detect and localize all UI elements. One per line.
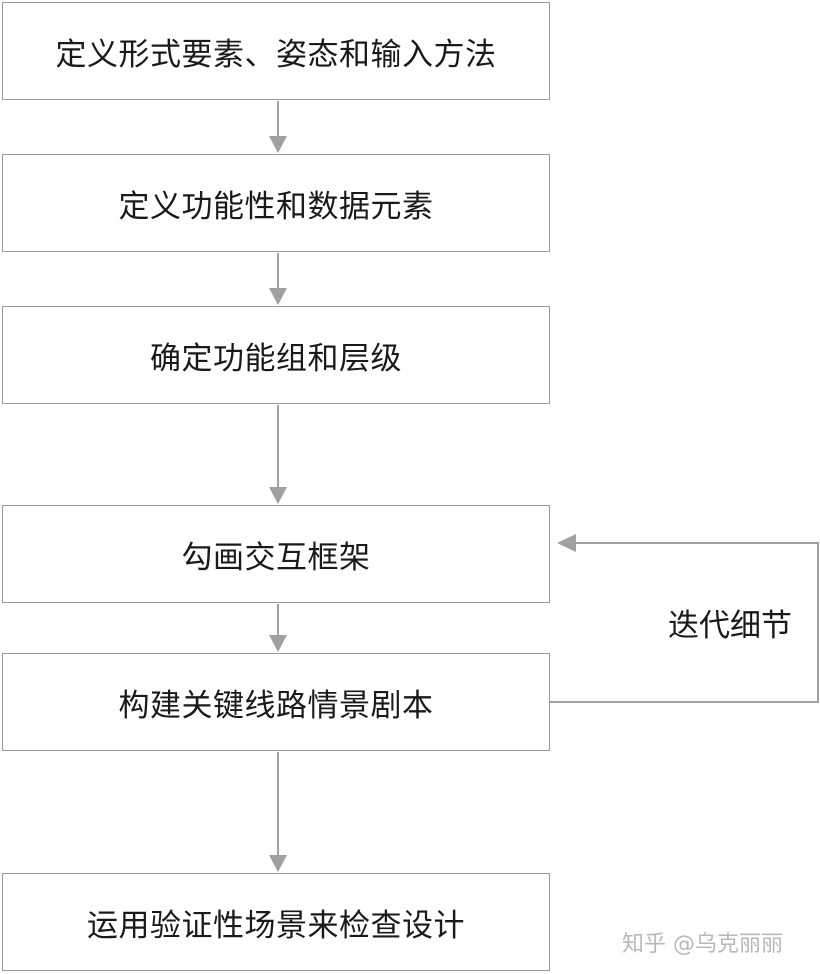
arrow-2-3-head <box>269 288 287 305</box>
step-box-5: 构建关键线路情景剧本 <box>2 653 550 751</box>
arrow-4-5-head <box>269 635 287 652</box>
step-label-2: 定义功能性和数据元素 <box>118 188 434 225</box>
arrow-5-6-head <box>269 855 287 872</box>
step-box-1: 定义形式要素、姿态和输入方法 <box>2 2 550 100</box>
step-label-4: 勾画交互框架 <box>181 539 371 576</box>
step-box-6: 运用验证性场景来检查设计 <box>2 873 550 971</box>
loop-line <box>550 542 819 703</box>
step-box-4: 勾画交互框架 <box>2 505 550 603</box>
loop-arrow-head <box>557 534 576 552</box>
step-box-2: 定义功能性和数据元素 <box>2 154 550 252</box>
step-label-6: 运用验证性场景来检查设计 <box>87 907 465 944</box>
arrow-1-2-head <box>269 136 287 153</box>
arrow-3-4-head <box>269 487 287 504</box>
watermark: 知乎 @乌克丽丽 <box>622 932 783 957</box>
step-box-3: 确定功能组和层级 <box>2 306 550 404</box>
step-label-5: 构建关键线路情景剧本 <box>118 687 434 724</box>
loop-label: 迭代细节 <box>668 608 792 644</box>
step-label-3: 确定功能组和层级 <box>150 340 402 377</box>
step-label-1: 定义形式要素、姿态和输入方法 <box>55 36 497 73</box>
